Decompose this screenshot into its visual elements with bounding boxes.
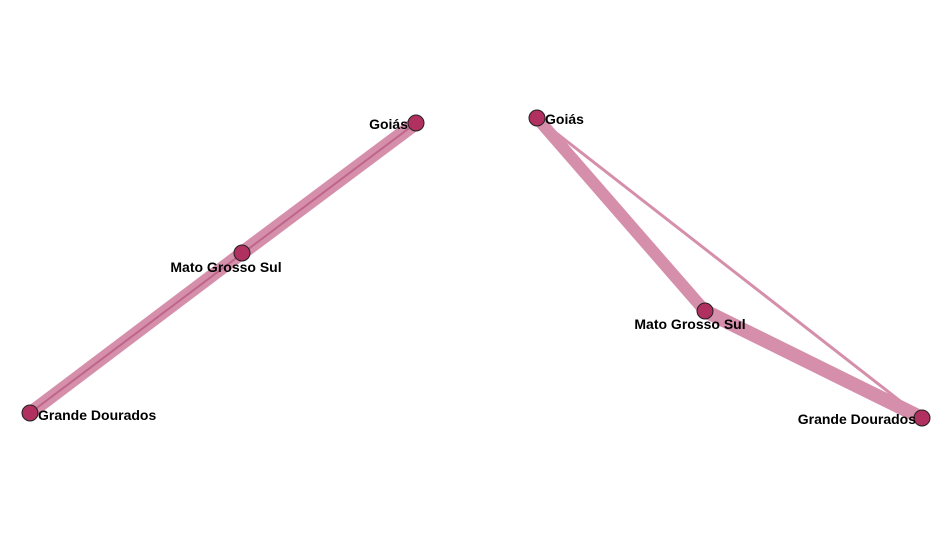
node-right-grande: [913, 409, 931, 427]
label-left-goias: Goiás: [369, 116, 408, 132]
label-left-grande: Grande Dourados: [38, 407, 156, 423]
node-right-mato: [696, 302, 714, 320]
edge-right-goias-grande: [535, 116, 924, 420]
node-left-grande: [21, 404, 39, 422]
label-right-goias: Goiás: [545, 111, 584, 127]
label-right-grande: Grande Dourados: [798, 411, 916, 427]
edge-right-goias-mato: [531, 112, 711, 317]
edge-left-overlap-line: [29, 122, 417, 414]
node-left-goias: [407, 114, 425, 132]
node-left-mato: [233, 244, 251, 262]
edge-right-mato-grande: [698, 304, 929, 425]
node-right-goias: [528, 109, 546, 127]
network-left: Goiás Mato Grosso Sul Grande Dourados: [21, 114, 425, 423]
network-right: Goiás Mato Grosso Sul Grande Dourados: [528, 109, 931, 427]
label-left-mato: Mato Grosso Sul: [170, 259, 281, 275]
label-right-mato: Mato Grosso Sul: [634, 316, 745, 332]
